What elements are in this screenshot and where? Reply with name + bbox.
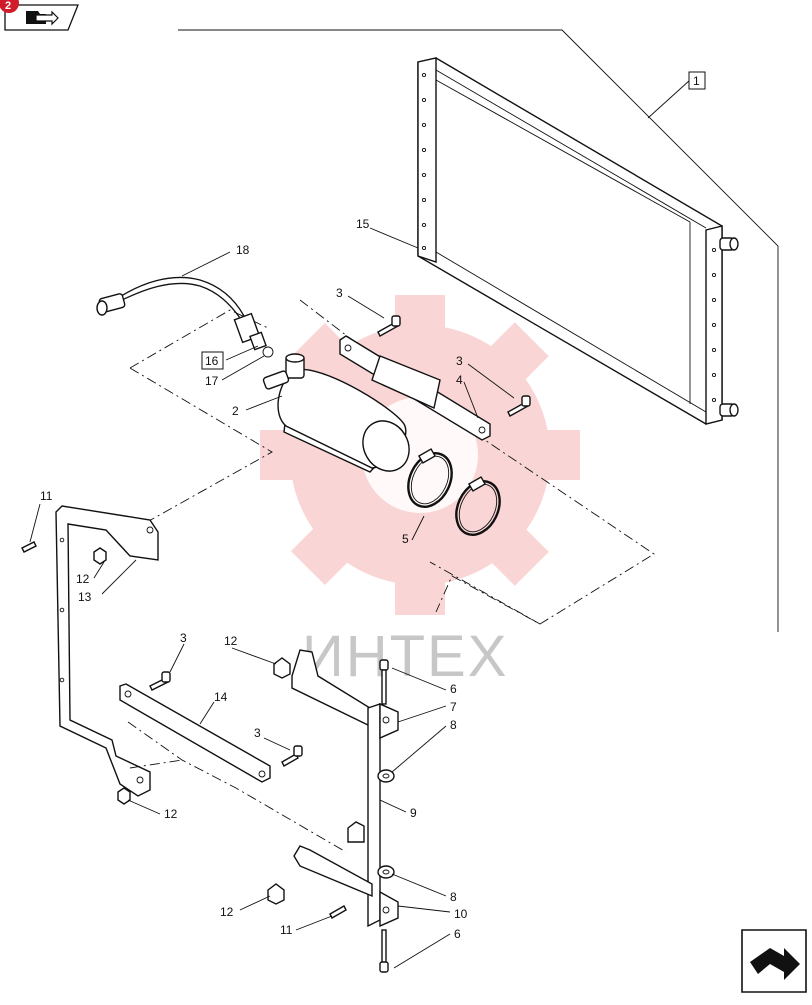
leader-7 xyxy=(397,705,447,723)
bolt-6-top xyxy=(379,659,389,705)
return-arrow-icon xyxy=(750,948,800,980)
cross-support-bar xyxy=(119,683,271,783)
callout-8-bottom: 8 xyxy=(450,890,457,904)
pressure-switch-harness xyxy=(96,276,274,358)
leader-16 xyxy=(225,345,259,361)
condenser-radiator xyxy=(417,57,739,425)
callout-1-box xyxy=(688,71,706,90)
bolt-3-top xyxy=(377,315,401,337)
watermark-text: ИНТЕХ xyxy=(302,624,508,689)
callout-3-top: 3 xyxy=(336,286,343,300)
callout-11-right: 11 xyxy=(280,923,293,937)
callout-3-bar-right: 3 xyxy=(254,726,261,740)
leader-8-top xyxy=(391,725,447,773)
leader-15 xyxy=(369,227,419,249)
callout-2: 2 xyxy=(232,404,239,418)
callout-13: 13 xyxy=(78,590,92,604)
leader-12-right-top xyxy=(231,647,277,665)
callout-1: 1 xyxy=(693,74,700,88)
leader-5 xyxy=(411,515,425,541)
callout-15: 15 xyxy=(356,217,370,231)
drier-mounting-bracket xyxy=(339,335,491,441)
callout-8-top: 8 xyxy=(450,718,457,732)
leader-6-top xyxy=(391,667,447,691)
callout-14: 14 xyxy=(214,690,228,704)
callout-12-right-bottom: 12 xyxy=(220,905,234,919)
leader-3-bar-left xyxy=(169,643,185,673)
leader-12-left-bottom xyxy=(127,799,161,815)
right-mounting-bracket xyxy=(291,649,399,928)
nut-12-right-top xyxy=(273,657,291,679)
screw-11-right xyxy=(329,905,347,919)
nut-12-right-bottom xyxy=(267,883,285,905)
leader-2 xyxy=(245,395,283,411)
callout-4: 4 xyxy=(456,373,463,387)
callout-3-bar-left: 3 xyxy=(180,631,187,645)
bolt-3-bar-right xyxy=(281,745,303,767)
leader-12-right-bottom xyxy=(239,895,271,911)
callout-7: 7 xyxy=(450,700,457,714)
svg-text:2: 2 xyxy=(5,0,11,12)
callout-9: 9 xyxy=(410,806,417,820)
callout-6-bottom: 6 xyxy=(454,927,461,941)
leader-9 xyxy=(379,799,407,813)
leader-6-bottom xyxy=(393,933,451,969)
bolt-3-bar-left xyxy=(149,671,171,691)
callout-12-left-top: 12 xyxy=(76,572,90,586)
leader-3-top xyxy=(347,295,385,319)
nav-folder-button[interactable] xyxy=(4,4,79,31)
callout-17: 17 xyxy=(205,374,219,388)
callout-12-left-bottom: 12 xyxy=(164,807,178,821)
nut-12-left-bottom xyxy=(117,787,131,805)
assembly-outline xyxy=(129,309,269,369)
notification-badge: 2 xyxy=(0,0,19,13)
callout-11-left: 11 xyxy=(40,489,53,503)
leader-11-right xyxy=(295,915,333,931)
leader-1 xyxy=(647,79,691,119)
leader-17 xyxy=(221,355,265,381)
assembly-reference-line xyxy=(178,29,779,632)
leader-10 xyxy=(397,905,451,913)
return-button[interactable] xyxy=(741,929,807,993)
hose-clamp-right xyxy=(455,476,501,536)
folder-arrow-icon xyxy=(26,10,59,26)
leader-8-bottom xyxy=(391,873,447,897)
callout-5: 5 xyxy=(402,532,409,546)
callout-6-top: 6 xyxy=(450,682,457,696)
left-mounting-frame xyxy=(55,505,159,797)
leader-18 xyxy=(181,251,231,277)
nut-12-left-top xyxy=(93,547,107,565)
leader-11-left xyxy=(29,503,41,543)
receiver-drier xyxy=(262,353,410,473)
callout-10: 10 xyxy=(454,907,468,921)
bolt-3-right xyxy=(507,395,531,417)
callout-16: 16 xyxy=(205,354,219,368)
bolt-6-bottom xyxy=(379,929,389,973)
leader-12-left-top xyxy=(93,561,105,579)
callout-18: 18 xyxy=(236,243,250,257)
hose-clamp-left xyxy=(407,448,453,508)
leader-3-bar-right xyxy=(263,737,291,751)
leader-14 xyxy=(199,701,215,725)
washer-8-bottom xyxy=(377,865,395,879)
leader-3-right xyxy=(467,363,515,399)
callout-12-right-top: 12 xyxy=(224,634,238,648)
washer-8-top xyxy=(377,769,395,783)
leader-4 xyxy=(463,381,479,419)
screw-11-left xyxy=(21,541,37,553)
leader-13 xyxy=(101,559,137,595)
callout-16-box xyxy=(201,351,224,370)
callout-3-right: 3 xyxy=(456,354,463,368)
